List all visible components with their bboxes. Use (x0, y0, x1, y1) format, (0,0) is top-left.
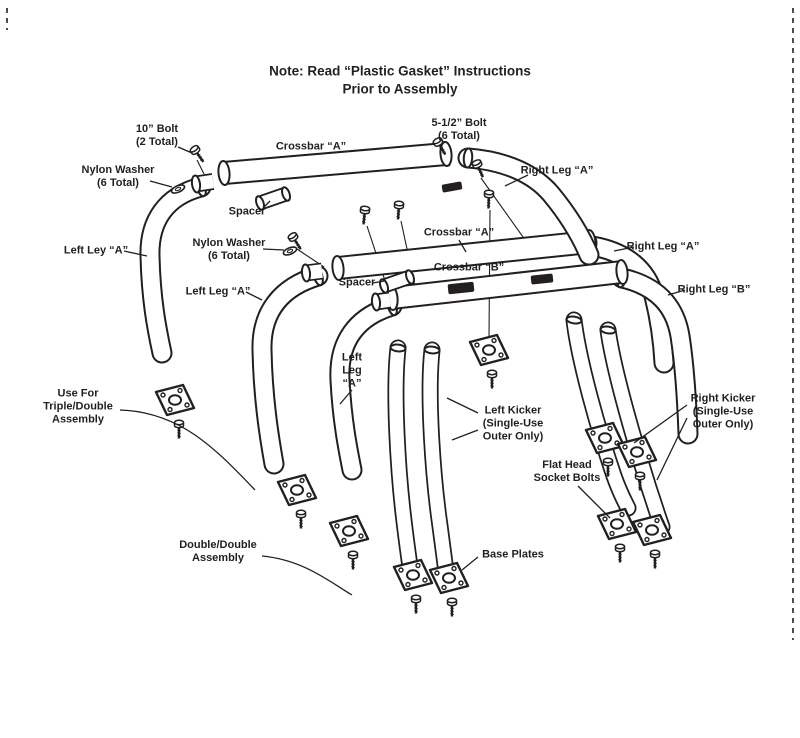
clamp-block (530, 273, 554, 285)
nylon-washer-lower (281, 244, 299, 258)
label-left-leg-a-lower: Left Leg “A” (185, 285, 251, 298)
label-double-double: Double/Double Assembly (179, 539, 257, 564)
flat-head-socket-bolt (347, 550, 359, 571)
spacer-top (254, 186, 292, 211)
label-right-leg-b: Right Leg “B” (677, 283, 751, 296)
base-plate (392, 558, 434, 592)
base-plate (154, 383, 196, 417)
note-title: Note: Read “Plastic Gasket” Instructions… (269, 63, 531, 96)
base-plate (428, 561, 470, 595)
label-right-leg-a-lower: Right Leg “A” (626, 240, 700, 253)
left-leg-a-top (139, 176, 212, 364)
base-plate (584, 421, 626, 455)
label-right-leg-a-top: Right Leg “A” (520, 164, 594, 177)
label-left-leg-a-stacked: Left Leg “A” (341, 351, 363, 390)
left-kicker-tube-2 (421, 341, 455, 582)
label-use-for-triple-double: Use For Triple/Double Assembly (43, 387, 113, 426)
clamp-block (447, 281, 475, 295)
leader-lines (119, 146, 688, 596)
label-nylon-washer-top: Nylon Washer (6 Total) (81, 164, 155, 189)
label-flat-head-socket-bolts: Flat Head Socket Bolts (533, 459, 601, 484)
flat-head-socket-bolt (173, 419, 185, 440)
spacer-lower (378, 269, 416, 294)
flat-head-socket-bolt (486, 369, 498, 390)
spacer-block-top (441, 181, 463, 193)
label-crossbar-a-lower: Crossbar “A” (423, 226, 495, 239)
base-plate (468, 333, 510, 367)
label-nylon-washer-lower: Nylon Washer (6 Total) (192, 237, 266, 262)
left-kicker-tube-1 (387, 339, 419, 576)
label-crossbar-b: Crossbar “B” (433, 261, 505, 274)
five-half-bolt-3 (357, 204, 372, 227)
label-spacer-top: Spacer (228, 205, 266, 218)
flat-head-socket-bolt (614, 543, 626, 564)
flat-head-socket-bolt (295, 509, 307, 530)
base-plate (276, 473, 318, 507)
label-crossbar-a-top: Crossbar “A” (275, 140, 347, 153)
five-half-bolt-4 (392, 199, 405, 221)
flat-head-socket-bolt (649, 549, 661, 570)
crossbar-a-lower-collar (300, 262, 324, 283)
left-leg-a-lower-1 (251, 265, 329, 475)
crossbar-a-top (217, 141, 453, 186)
label-base-plates: Base Plates (482, 548, 544, 561)
right-leg-a-top (457, 147, 600, 266)
crossbar-b-collar (370, 291, 392, 312)
flat-head-socket-bolt (446, 597, 458, 618)
five-half-bolt-5 (482, 188, 495, 210)
crossbar-a-top-collar (190, 173, 215, 194)
label-spacer-lower: Spacer (338, 276, 376, 289)
label-10in-bolt: 10” Bolt (2 Total) (135, 123, 179, 148)
label-5half-bolt: 5-1/2” Bolt (6 Total) (431, 117, 487, 142)
label-left-ley-a: Left Ley “A” (63, 244, 129, 257)
label-right-kicker: Right Kicker (Single-Use Outer Only) (690, 392, 756, 431)
label-left-kicker: Left Kicker (Single-Use Outer Only) (482, 404, 544, 443)
base-plate (328, 514, 370, 548)
flat-head-socket-bolt (410, 594, 422, 615)
